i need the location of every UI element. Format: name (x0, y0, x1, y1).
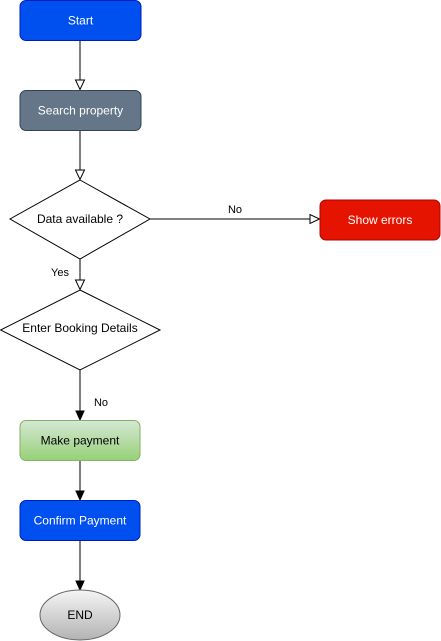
edge-label-no: No (228, 204, 242, 216)
open-arrowhead-icon (309, 213, 321, 225)
node-make-payment-label: Make payment (41, 434, 120, 448)
edge-payment-to-confirm (75, 460, 85, 502)
node-confirm-payment: Confirm Payment (19, 500, 141, 541)
edge-label-no: No (94, 397, 108, 409)
node-make-payment: Make payment (19, 420, 141, 461)
edge-data-available-to-show-errors: No (150, 204, 321, 225)
edge-search-to-data-available (74, 130, 86, 181)
open-arrowhead-icon (74, 79, 86, 91)
node-confirm-payment-label: Confirm Payment (34, 514, 127, 528)
filled-arrowhead-icon (75, 580, 85, 592)
filled-arrowhead-icon (75, 410, 85, 422)
node-start-label: Start (68, 14, 94, 28)
open-arrowhead-icon (74, 279, 86, 291)
node-end: END (39, 589, 121, 641)
node-show-errors: Show errors (319, 199, 441, 241)
node-search-property: Search property (19, 90, 142, 131)
node-search-property-label: Search property (38, 104, 123, 118)
node-booking-details-decision: Enter Booking Details (0, 289, 162, 371)
open-arrowhead-icon (74, 169, 86, 181)
node-data-available-decision: Data available ? (8, 179, 152, 260)
edge-start-to-search (74, 40, 86, 91)
edge-confirm-to-end (75, 540, 85, 592)
edge-data-available-to-booking: Yes (51, 259, 86, 291)
filled-arrowhead-icon (75, 490, 85, 502)
node-booking-details-label: Enter Booking Details (22, 321, 137, 335)
edge-booking-to-payment: No (75, 370, 108, 422)
node-show-errors-label: Show errors (348, 213, 413, 227)
node-data-available-label: Data available ? (37, 212, 123, 226)
node-start: Start (19, 0, 142, 41)
node-end-label: END (67, 608, 93, 622)
edge-label-yes: Yes (51, 267, 69, 279)
